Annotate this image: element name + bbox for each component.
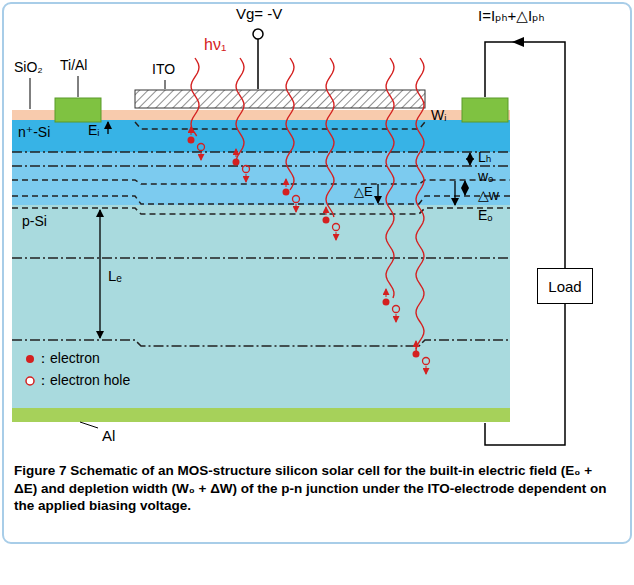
carrier-arrow [426,366,427,374]
electron-dot [383,299,390,306]
photon-ray [236,58,244,160]
circuit-wire [485,42,565,445]
photon-ray [286,58,294,190]
hole-circle [333,224,340,231]
carrier-arrow [296,204,297,212]
layer-name: Ti/Al [60,58,87,73]
layer-name: Al [102,428,115,445]
n-si-layer [12,120,510,152]
gate-terminal [253,29,263,39]
electron-dot [323,217,330,224]
electron-symbol [26,355,34,363]
al-back-contact [12,408,510,422]
load-label: Load [548,278,581,295]
electron-dot [188,137,195,144]
junction-layer [12,152,510,205]
layer-name: p-Si [22,214,47,229]
dimension-arrows [100,122,470,338]
gate-wire [257,39,259,89]
photon-ray [416,58,424,352]
load-box: Load [537,268,593,304]
hole-circle [423,358,430,365]
photon-ray [386,58,394,298]
carrier-arrow [236,149,237,157]
bias-label: Vg= -V [236,6,282,23]
carrier-arrow [386,289,387,297]
current-label: I=Iₚₕ+△Iₚₕ [478,8,545,25]
carrier-arrow [191,127,192,135]
width-label: wₒ [478,169,493,184]
carrier-arrow [286,179,287,187]
electron-dot [413,351,420,358]
figure-frame [3,3,631,543]
ti-al-contact [55,98,101,122]
length-label: Lₕ [478,150,491,165]
width-label: Wᵢ [431,108,446,123]
width-label: △w [478,188,499,203]
field-label: Eᵢ [88,123,100,138]
p-si-layer [12,205,510,408]
hole-circle [198,144,205,151]
boundary-lines [12,122,510,346]
hole-circle [293,196,300,203]
carrier-arrow [201,152,202,160]
carrier-arrow [396,314,397,322]
hole-circle [393,306,400,313]
photon-ray [191,58,199,136]
carrier-arrow [326,207,327,215]
figure-caption: Figure 7 Schematic of an MOS-structure s… [14,462,614,515]
carrier-arrow [416,341,417,349]
photon-label: hν₁ [204,36,226,54]
layer-name: n⁺-Si [18,125,50,140]
hole-symbol [26,377,34,385]
carrier-arrow [246,174,247,182]
electron-dot [233,159,240,166]
layer-name: ITO [152,62,175,77]
legend-text: ：electron hole [36,373,130,388]
hole-circle [243,166,250,173]
electron-dot [283,189,290,196]
carrier-arrow [336,232,337,240]
ito-electrode [135,90,425,108]
legend-text: ：electron [36,351,100,366]
ti-al-contact [462,98,508,122]
field-label: △E [354,185,373,199]
photon-paths [188,58,430,374]
photon-ray [326,58,334,217]
layer-name: SiO₂ [14,60,43,75]
current-arrow [512,37,524,47]
field-label: Eₒ [478,208,493,223]
length-label: Lₑ [108,268,122,285]
